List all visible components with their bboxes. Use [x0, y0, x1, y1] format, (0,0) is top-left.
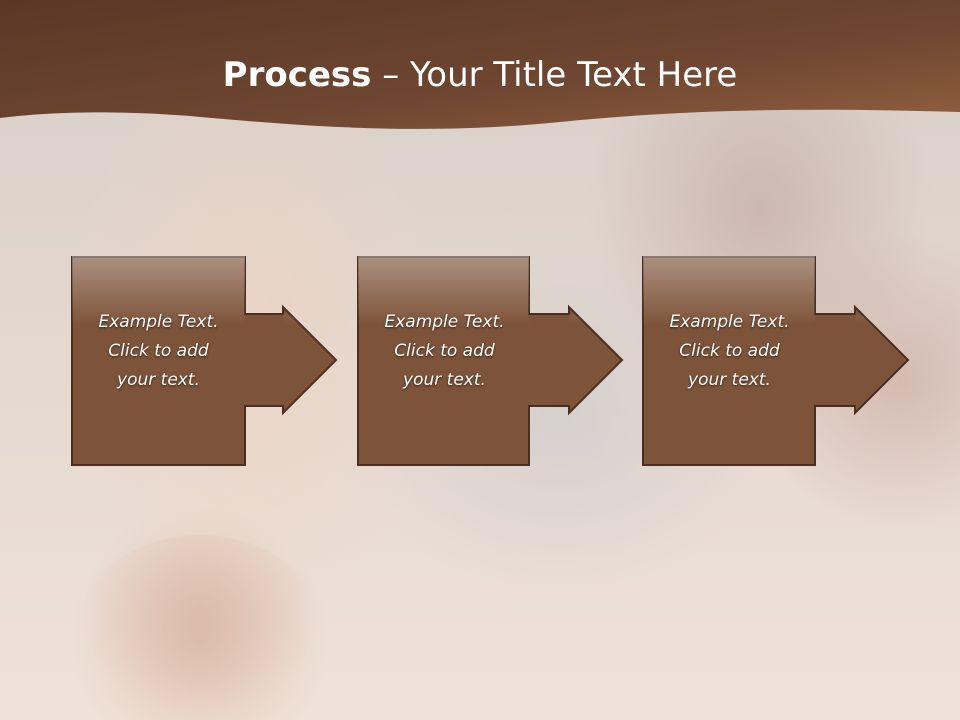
- title-rest: Your Title Text Here: [410, 55, 738, 95]
- step-1-shape: [71, 256, 338, 466]
- title-banner: [0, 0, 960, 129]
- title-separator: –: [371, 55, 411, 95]
- process-step-2[interactable]: Example Text. Click to add your text.: [357, 256, 627, 556]
- step-1-reflection: [72, 256, 336, 326]
- process-step-1[interactable]: Example Text. Click to add your text.: [71, 256, 341, 556]
- process-step-3[interactable]: Example Text. Click to add your text.: [642, 256, 912, 556]
- step-3-text[interactable]: Example Text. Click to add your text.: [669, 312, 789, 390]
- step-3-shape: [642, 256, 910, 466]
- step-3-reflection: [643, 256, 908, 326]
- slide-title[interactable]: Process – Your Title Text Here: [0, 52, 960, 98]
- step-2-text[interactable]: Example Text. Click to add your text.: [384, 312, 504, 390]
- step-2-reflection: [358, 256, 622, 326]
- step-2-shape: [357, 256, 624, 466]
- title-strong: Process: [222, 55, 372, 95]
- background-hand: [80, 535, 320, 720]
- step-1-text[interactable]: Example Text. Click to add your text.: [98, 312, 218, 390]
